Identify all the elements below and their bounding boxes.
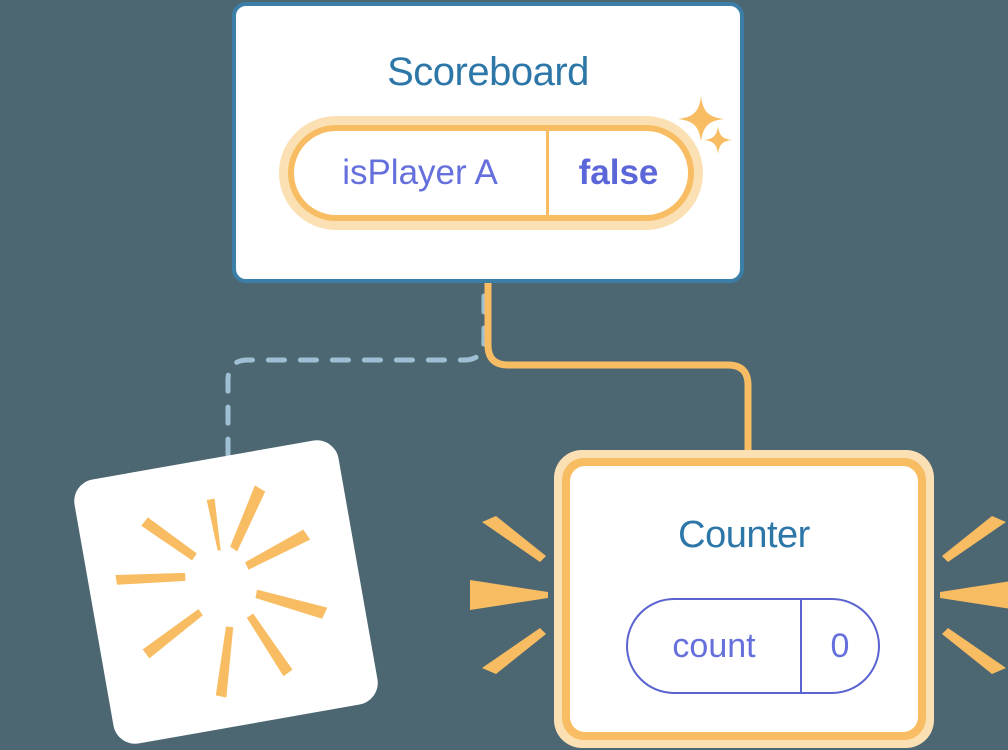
counter-property-value: 0 (830, 626, 850, 665)
connector-solid-scoreboard-to-counter (484, 283, 752, 460)
counter-property-key: count (672, 626, 756, 665)
scoreboard-pill-face: isPlayer A false (294, 131, 688, 215)
scoreboard-property-key: isPlayer A (342, 153, 498, 192)
scoreboard-pill-divider (546, 131, 549, 215)
counter-card[interactable]: Counter count 0 (554, 450, 934, 748)
counter-burst-right-icon (940, 516, 1008, 674)
counter-title: Counter (678, 514, 810, 556)
counter-card-face: Counter count 0 (570, 466, 918, 732)
scoreboard-property-value: false (578, 153, 659, 192)
counter-pill-divider (800, 600, 802, 692)
scoreboard-title: Scoreboard (387, 50, 589, 94)
scoreboard-property-pill[interactable]: isPlayer A false (279, 116, 703, 230)
counter-property-pill[interactable]: count 0 (626, 598, 880, 694)
connector-dashed-scoreboard-to-ghost-card (225, 293, 487, 465)
rotated-blank-card[interactable] (70, 436, 382, 748)
ghost-card-burst-icon (115, 485, 328, 698)
counter-burst-left-icon (470, 516, 548, 674)
scoreboard-pill-ring: isPlayer A false (288, 125, 694, 221)
counter-card-ring: Counter count 0 (562, 458, 926, 740)
scoreboard-card[interactable]: Scoreboard isPlayer A false (232, 2, 744, 283)
